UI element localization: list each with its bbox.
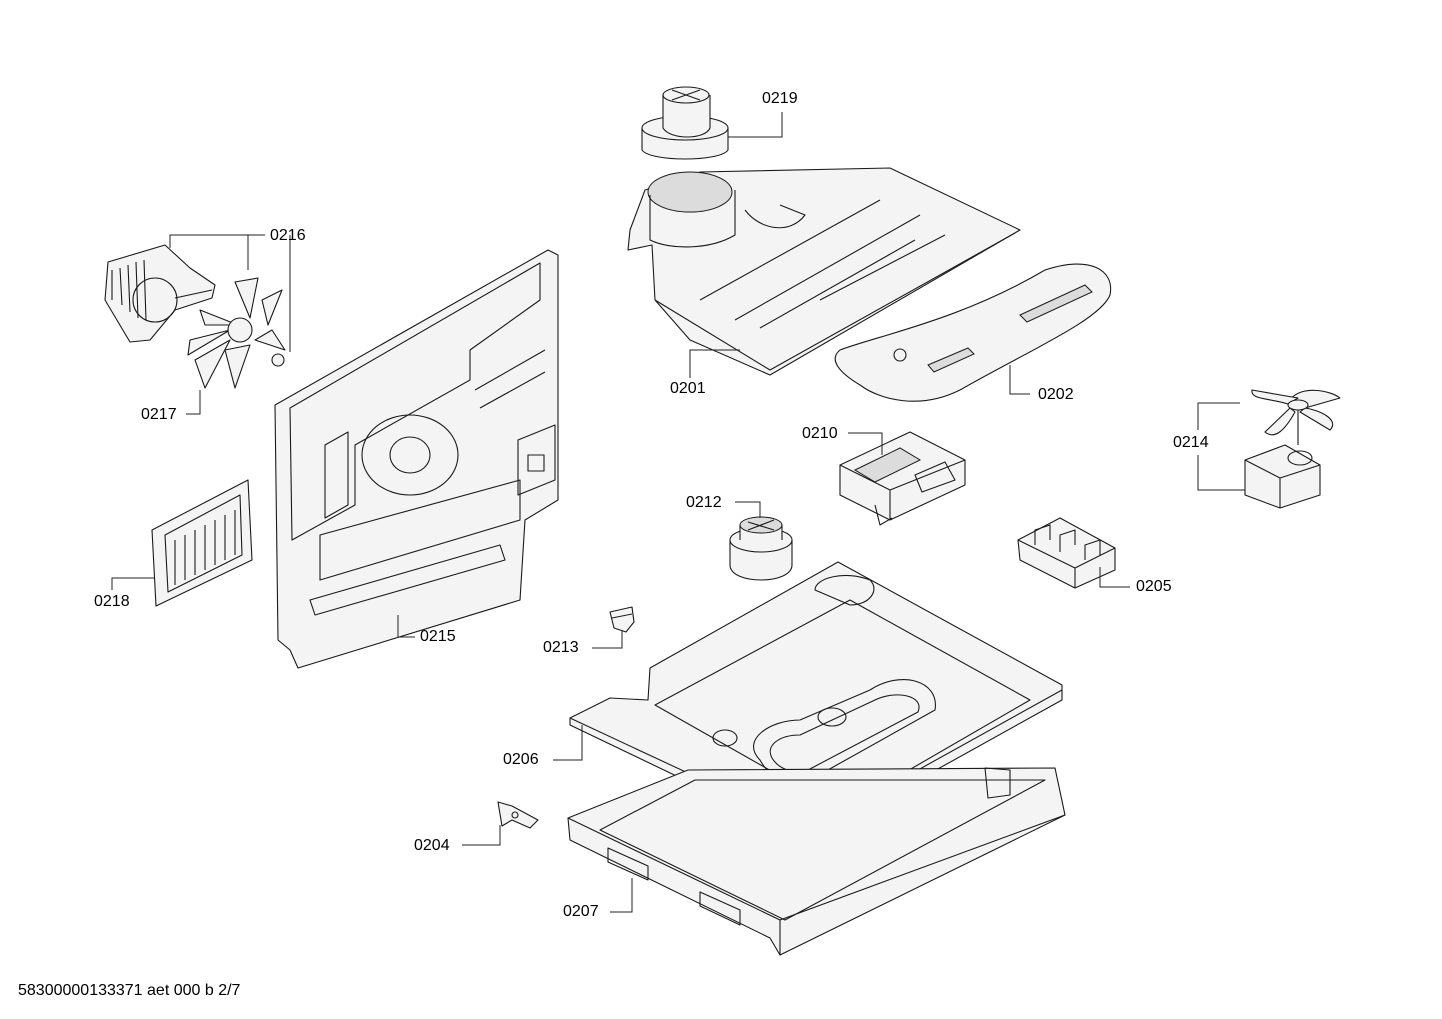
leader-0212: [735, 501, 761, 518]
leader-0205: [1099, 567, 1130, 588]
leader-0217: [186, 390, 201, 415]
leader-0202: [1009, 365, 1030, 395]
leader-0204: [462, 825, 501, 846]
leader-0214: [1197, 402, 1245, 491]
part-0219-duct-collar: [641, 86, 729, 160]
callout-0202: 0202: [1038, 386, 1074, 403]
part-0201-duct-channel: [627, 167, 1021, 376]
part-0218-grille: [151, 479, 253, 607]
document-footer-id: 58300000133371 aet 000 b 2/7: [18, 982, 241, 999]
part-0216-fan-motor: [104, 244, 216, 343]
part-0204-bracket: [497, 801, 539, 829]
leader-0218: [111, 577, 155, 590]
part-0205-connector-block: [1017, 517, 1116, 589]
part-0215-rear-panel: [274, 249, 559, 669]
part-0214-small-fan: [1244, 389, 1341, 509]
leader-0213: [592, 630, 623, 649]
part-0210-control-module: [839, 431, 966, 526]
part-0202-plate: [834, 263, 1112, 402]
callout-0201: 0201: [670, 380, 706, 397]
leader-0216: [169, 234, 291, 352]
leader-0210: [848, 432, 883, 455]
callout-0214: 0214: [1173, 434, 1209, 451]
callout-0215: 0215: [420, 628, 456, 645]
callout-0207: 0207: [563, 903, 599, 920]
callout-0212: 0212: [686, 494, 722, 511]
callout-0210: 0210: [802, 425, 838, 442]
leader-0207: [610, 878, 633, 913]
callout-0204: 0204: [414, 837, 450, 854]
part-0207-bottom-tray: [567, 767, 1066, 956]
callout-0217: 0217: [141, 406, 177, 423]
leader-0201: [689, 349, 740, 378]
callout-0213: 0213: [543, 639, 579, 656]
part-0212-blower: [729, 516, 793, 581]
callout-0205: 0205: [1136, 578, 1172, 595]
part-0217-fan-wheel: [187, 277, 286, 389]
leader-0215: [397, 615, 415, 638]
callout-0216: 0216: [270, 227, 306, 244]
part-0213-switch: [609, 606, 635, 633]
callout-0206: 0206: [503, 751, 539, 768]
callout-0218: 0218: [94, 593, 130, 610]
leader-0206: [553, 725, 583, 761]
leader-0219: [728, 112, 783, 138]
callout-0219: 0219: [762, 90, 798, 107]
